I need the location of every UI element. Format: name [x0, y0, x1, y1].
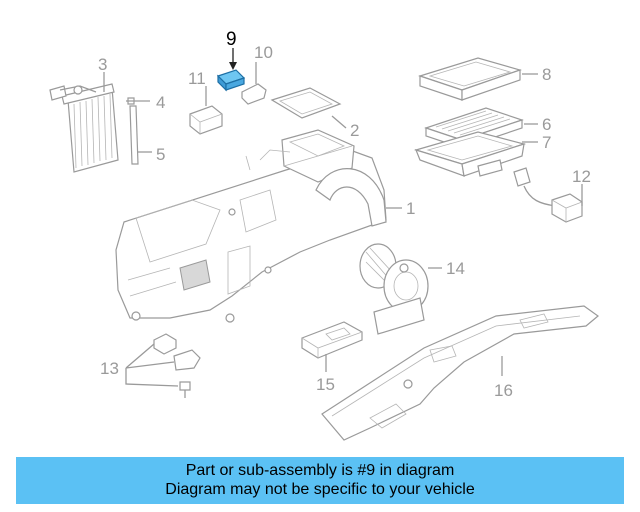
part-9-highlighted[interactable]: [216, 69, 246, 92]
part-11[interactable]: [189, 105, 223, 135]
banner-line-1: Part or sub-assembly is #9 in diagram: [185, 462, 455, 479]
callout-13: 13: [100, 359, 119, 378]
leader-13: [125, 343, 179, 387]
part-2-frame[interactable]: [270, 87, 342, 119]
callout-11: 11: [188, 69, 206, 88]
part-1-hvac-housing[interactable]: [115, 129, 387, 323]
callout-6: 6: [542, 115, 551, 134]
part-8-filter[interactable]: [418, 57, 522, 101]
callout-2: 2: [350, 121, 359, 140]
callout-10: 10: [254, 43, 273, 62]
part-7-housing[interactable]: [413, 131, 527, 177]
part-13-fittings[interactable]: [153, 333, 201, 398]
callout-16: 16: [494, 381, 513, 400]
leader-2: [331, 115, 347, 129]
part-3-heater-core[interactable]: [49, 83, 119, 173]
callout-5: 5: [156, 145, 165, 164]
info-banner: Part or sub-assembly is #9 in diagram Di…: [16, 457, 624, 504]
part-12-actuator[interactable]: [513, 167, 583, 223]
parts-diagram: 3 4 5 9 10 11 2 8: [49, 29, 599, 441]
callout-3: 3: [98, 55, 107, 74]
callout-9: 9: [226, 29, 237, 50]
callout-12: 12: [572, 167, 591, 186]
part-16-duct[interactable]: [321, 305, 599, 441]
part-15[interactable]: [301, 321, 363, 359]
part-5-pipe[interactable]: [129, 105, 139, 165]
banner-line-2: Diagram may not be specific to your vehi…: [165, 481, 475, 498]
part-10[interactable]: [241, 83, 267, 105]
leader-9-arrow: [229, 62, 237, 70]
part-14-blower-motor[interactable]: [359, 243, 429, 335]
callout-7: 7: [542, 133, 551, 152]
callout-14: 14: [446, 259, 465, 278]
callout-15: 15: [316, 375, 335, 394]
callout-8: 8: [542, 65, 551, 84]
callout-1: 1: [406, 199, 415, 218]
part-4-pipe[interactable]: [126, 97, 150, 105]
callout-4: 4: [156, 93, 165, 112]
